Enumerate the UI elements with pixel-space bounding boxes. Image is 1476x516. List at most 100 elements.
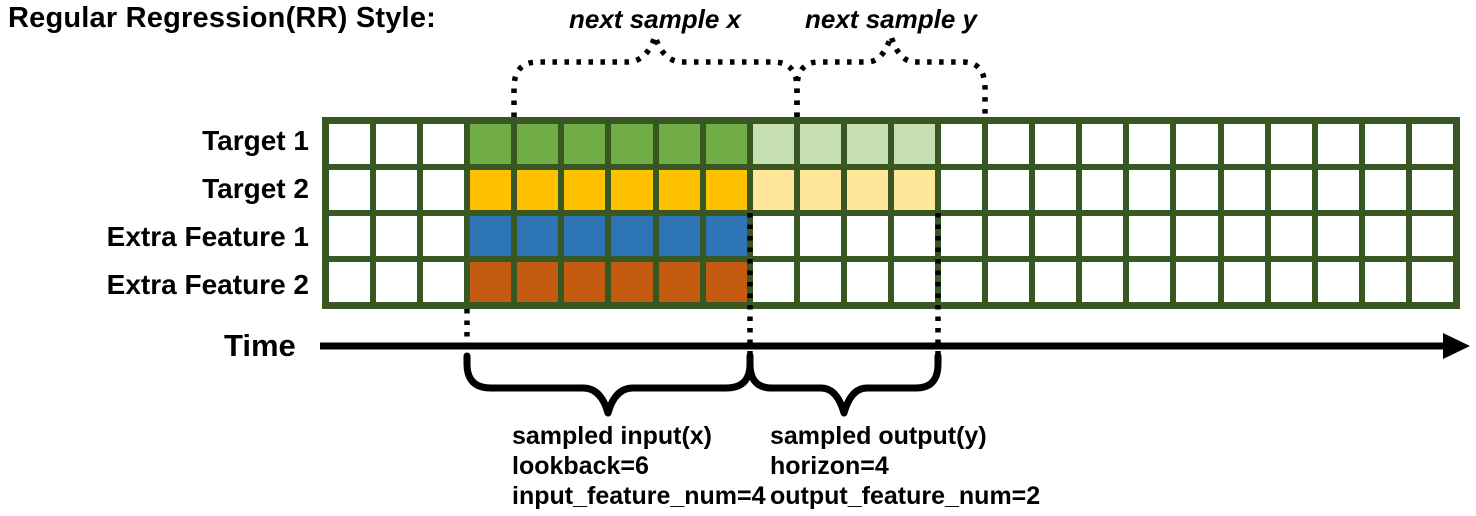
grid-cell (1364, 216, 1406, 256)
grid-cell (988, 124, 1030, 164)
grid-cell (470, 262, 512, 302)
grid-cell (1317, 216, 1359, 256)
grid-cell (611, 170, 653, 210)
input-feature-num-value: input_feature_num=4 (512, 482, 766, 510)
grid-cell (752, 124, 794, 164)
grid-cell (517, 170, 559, 210)
output-feature-num-value: output_feature_num=2 (770, 482, 1041, 510)
grid-cell (1317, 262, 1359, 302)
grid-cell (1129, 216, 1171, 256)
grid-cell (1176, 216, 1218, 256)
grid-cell (658, 216, 700, 256)
time-axis-label: Time (224, 328, 296, 363)
next-sample-x-brace (511, 26, 800, 117)
next-sample-x-label: next sample x (569, 4, 741, 34)
grid-cell (1082, 216, 1124, 256)
next-sample-y-label: next sample y (805, 4, 977, 34)
grid-cell (658, 170, 700, 210)
grid-cell (423, 170, 465, 210)
grid-cell (1411, 170, 1453, 210)
grid-cell (705, 170, 747, 210)
grid-cell (799, 170, 841, 210)
grid-cell (1411, 262, 1453, 302)
cell-grid (322, 117, 1460, 309)
grid-cell (1270, 170, 1312, 210)
grid-cell (423, 262, 465, 302)
grid-cell (705, 262, 747, 302)
grid-cell (752, 170, 794, 210)
grid-cell (1129, 262, 1171, 302)
grid-cell (893, 124, 936, 164)
grid-cell (846, 170, 888, 210)
grid-cell (988, 262, 1030, 302)
grid-cell (1223, 124, 1265, 164)
grid-cell (893, 216, 936, 256)
grid-cell (1082, 124, 1124, 164)
grid-cell (1364, 124, 1406, 164)
sampled-output-annotation: sampled output(y) horizon=4 output_featu… (770, 421, 1040, 511)
grid-cell (893, 262, 936, 302)
grid-cell (1223, 216, 1265, 256)
grid-cell (329, 216, 371, 256)
grid-cell (752, 216, 794, 256)
grid-cell (517, 216, 559, 256)
grid-cell (1129, 124, 1171, 164)
grid-cell (376, 124, 418, 164)
grid-cell (564, 124, 606, 164)
grid-cell (705, 216, 747, 256)
grid-cell (423, 216, 465, 256)
grid-cell (1035, 216, 1077, 256)
grid-cell (1176, 170, 1218, 210)
grid-cell (846, 262, 888, 302)
grid-cell (846, 124, 888, 164)
grid-cell (799, 262, 841, 302)
grid-cell (564, 170, 606, 210)
grid-cell (1223, 170, 1265, 210)
row-label: Extra Feature 1 (106, 221, 309, 252)
sampled-input-annotation: sampled input(x) lookback=6 input_featur… (512, 421, 766, 511)
grid-cell (611, 216, 653, 256)
grid-cell (564, 216, 606, 256)
grid-cell (376, 170, 418, 210)
grid-cell (470, 124, 512, 164)
grid-cell (1035, 262, 1077, 302)
grid-cell (376, 262, 418, 302)
sampled-output-title: sampled output(y) (770, 422, 987, 450)
grid-cell (941, 124, 983, 164)
grid-cell (423, 124, 465, 164)
diagram-title: Regular Regression(RR) Style: (8, 2, 436, 34)
grid-cell (705, 124, 747, 164)
grid-cell (1364, 170, 1406, 210)
grid-cell (988, 216, 1030, 256)
grid-cell (517, 124, 559, 164)
grid-cell (329, 262, 371, 302)
grid-cell (470, 216, 512, 256)
grid-cell (1035, 124, 1077, 164)
lookback-value: lookback=6 (512, 452, 649, 480)
grid-cell (329, 170, 371, 210)
grid-cell (799, 124, 841, 164)
grid-cell (1270, 262, 1312, 302)
sampled-output-brace (746, 352, 942, 417)
grid-cell (376, 216, 418, 256)
horizon-value: horizon=4 (770, 452, 889, 480)
grid-cell (1223, 262, 1265, 302)
grid-cell (1082, 170, 1124, 210)
grid-cell (846, 216, 888, 256)
next-sample-y-brace (794, 26, 988, 117)
row-label: Target 1 (202, 125, 309, 156)
grid-cell (658, 262, 700, 302)
grid-cell (1411, 124, 1453, 164)
grid-cell (329, 124, 371, 164)
grid-cell (941, 262, 983, 302)
grid-cell (1364, 262, 1406, 302)
grid-cell (1035, 170, 1077, 210)
grid-cell (564, 262, 606, 302)
grid-cell (611, 262, 653, 302)
grid-cell (470, 170, 512, 210)
grid-cell (799, 216, 841, 256)
sampled-input-brace (463, 352, 754, 417)
grid-cell (752, 262, 794, 302)
